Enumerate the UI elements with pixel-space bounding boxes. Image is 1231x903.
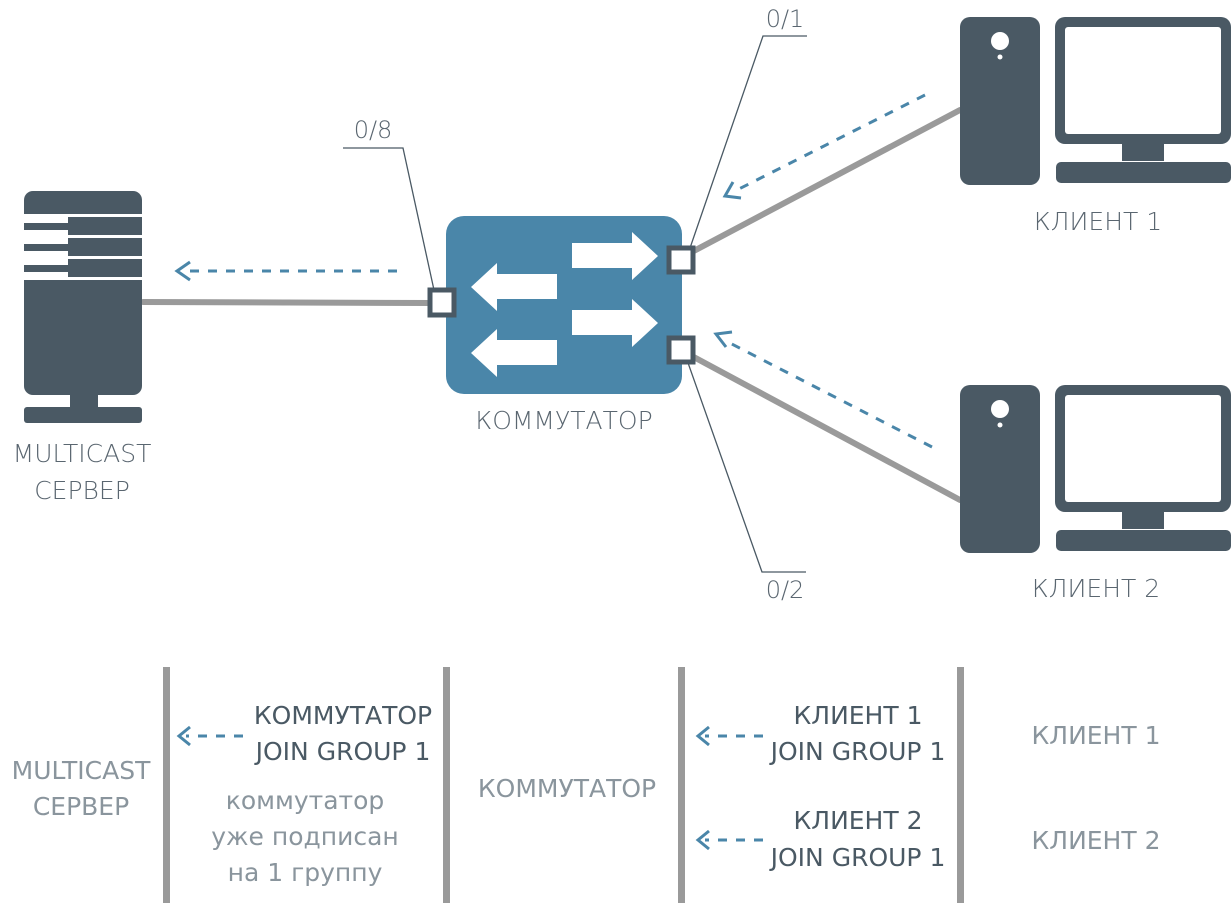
note-line3: на 1 группу [228,858,383,887]
leader-port-02 [686,359,806,573]
leader-port-08 [343,147,435,291]
msg-client1-join-line1: КЛИЕНТ 1 [794,701,923,730]
col-server-line1: MULTICAST [12,756,151,785]
client1-label: КЛИЕНТ 1 [1034,207,1162,236]
seq-arrow-client2-to-switch-head [695,829,710,851]
server-label-line2: СЕРВЕР [34,476,130,505]
server-icon [24,191,142,423]
port-08-label: 0/8 [354,116,393,144]
client2-computer-icon [960,385,1231,553]
msg-client2-join-line1: КЛИЕНТ 2 [794,806,923,835]
col-server-line2: СЕРВЕР [33,792,129,821]
switch-icon [446,216,682,394]
lifeline-switch-right [678,667,685,903]
cables [140,107,963,503]
arrow-switch-to-server-head [174,260,191,282]
leader-port-01 [689,35,807,249]
ports [427,245,696,365]
note-line1: коммутатор [226,786,385,815]
col-client1: КЛИЕНТ 1 [1032,721,1161,750]
cable-switch-client1 [687,107,963,256]
cable-switch-client2 [687,352,963,503]
lifeline-clients [957,667,964,903]
lifeline-server [163,667,170,903]
port-leaders [343,35,807,573]
port-02-label: 0/2 [766,576,805,604]
join-arrows [174,93,933,449]
sequence-arrows [176,725,763,851]
col-client2: КЛИЕНТ 2 [1032,826,1161,855]
cable-server-switch [140,299,435,306]
col-switch: КОММУТАТОР [478,774,656,803]
lifelines [163,667,964,903]
seq-arrow-switch-to-server-head [176,725,191,747]
arrow-client1-to-switch-head [722,181,742,200]
switch-label: КОММУТАТОР [475,406,652,435]
lifeline-switch-left [443,667,450,903]
seq-arrow-client1-to-switch-head [695,725,710,747]
port-01-label: 0/1 [766,5,805,33]
server-label-line1: MULTICAST [13,439,152,468]
arrow-client2-to-switch [723,338,933,449]
msg-client1-join-line2: JOIN GROUP 1 [769,737,946,766]
port-01-icon [666,245,696,275]
port-02-icon [666,335,696,365]
note-line2: уже подписан [211,822,399,851]
msg-switch-join-line2: JOIN GROUP 1 [254,737,431,766]
client2-label: КЛИЕНТ 2 [1032,574,1160,603]
msg-client2-join-line2: JOIN GROUP 1 [769,843,946,872]
port-08-icon [427,287,457,318]
client1-computer-icon [960,17,1231,185]
arrow-client2-to-switch-head [713,330,733,348]
msg-switch-join-line1: КОММУТАТОР [254,701,432,730]
